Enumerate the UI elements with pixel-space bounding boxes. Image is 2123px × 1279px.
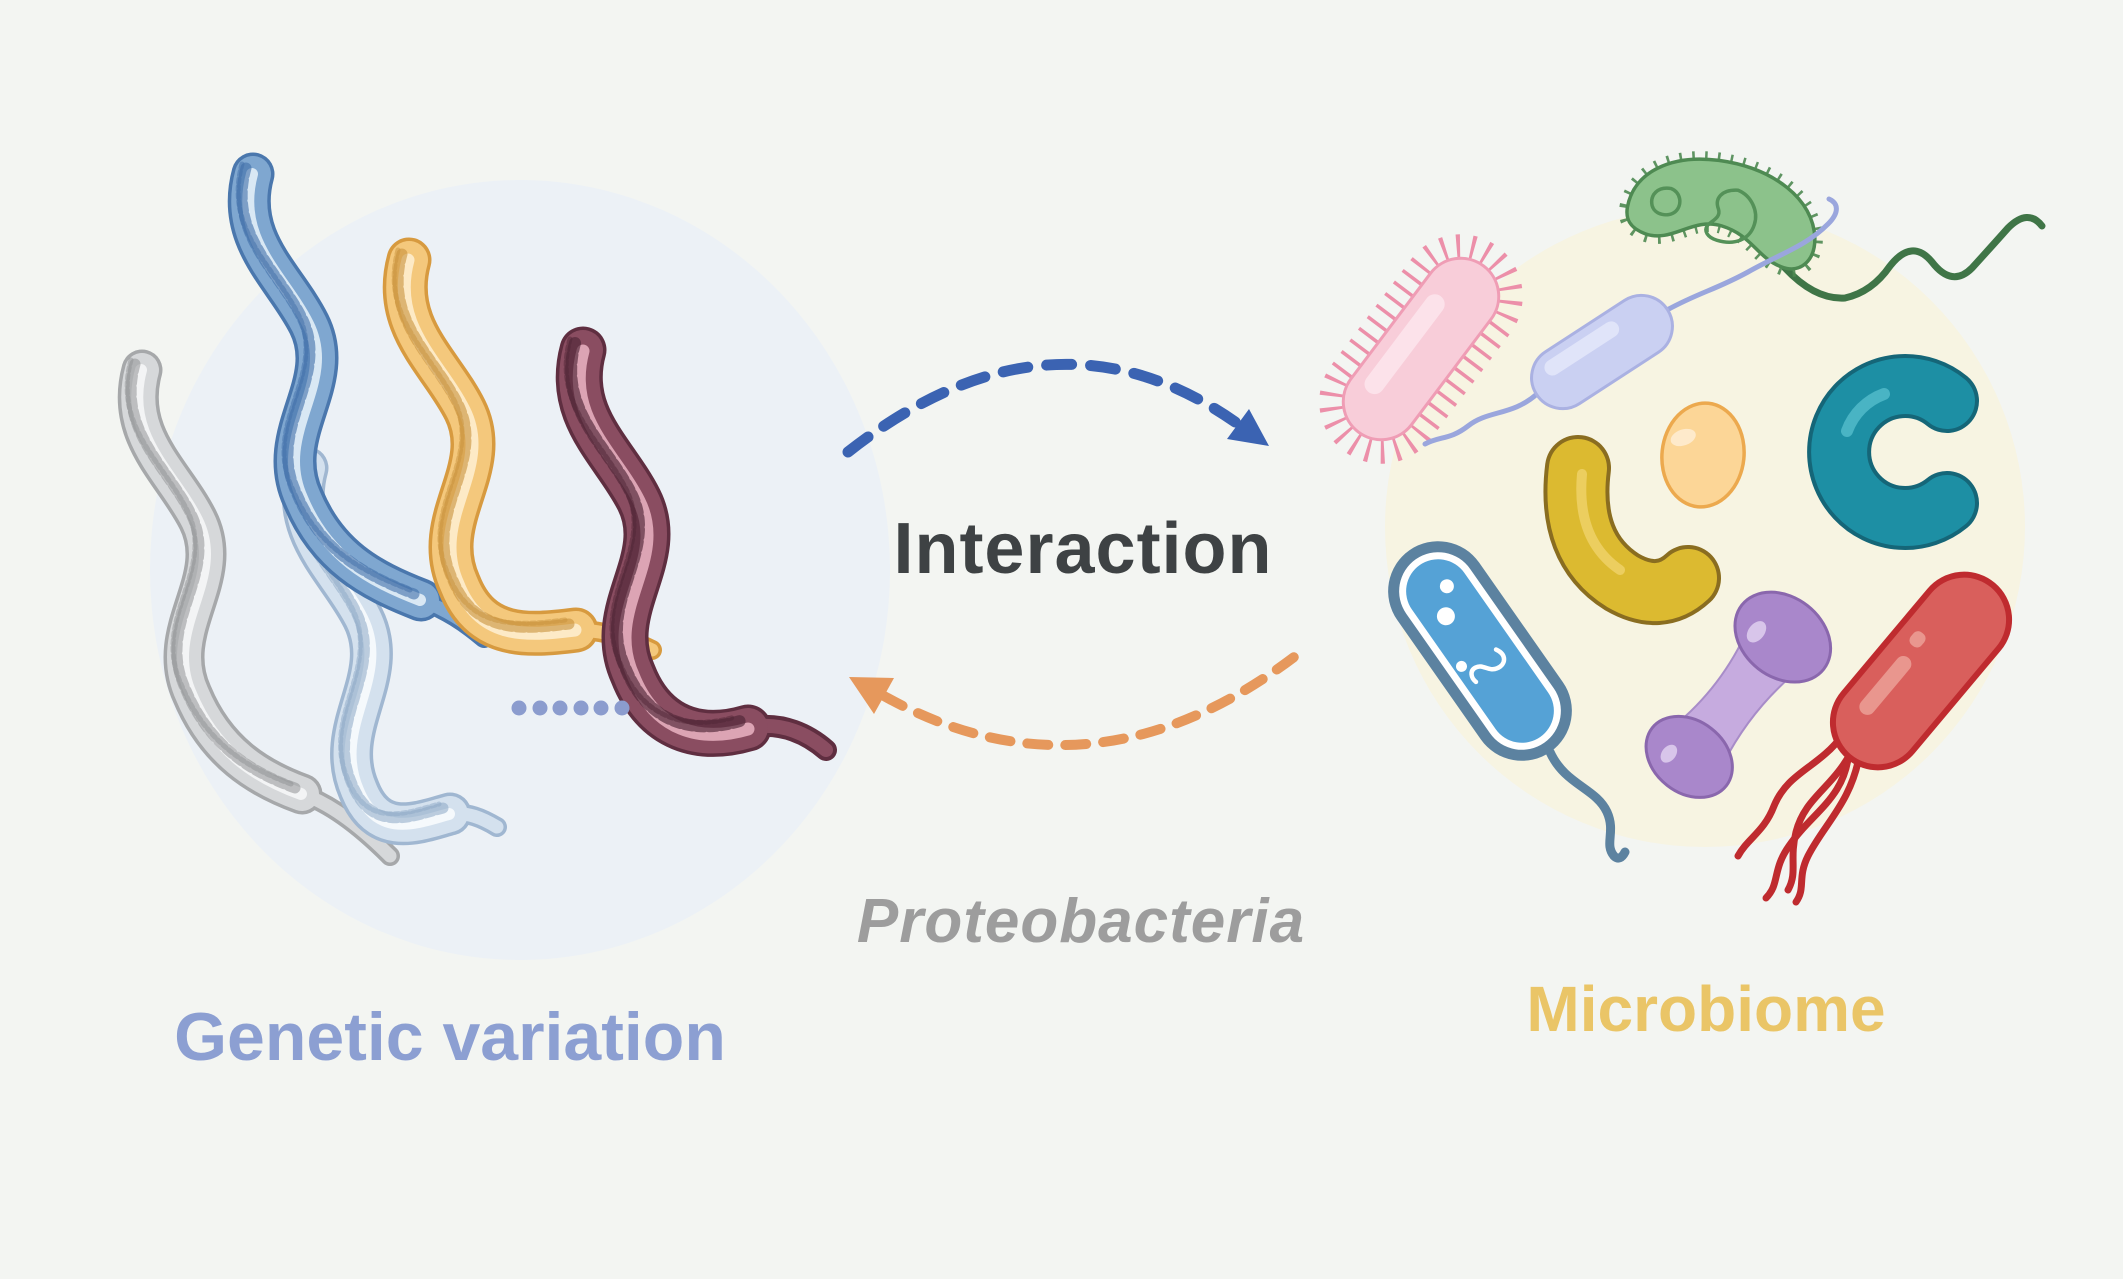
cell-body	[1811, 358, 1975, 546]
highlight	[1576, 469, 1625, 575]
spot	[1455, 660, 1467, 672]
cell-body	[1341, 256, 1501, 442]
peach-egg-icon	[1660, 401, 1746, 509]
cell-body	[1625, 157, 1817, 271]
highlight	[1544, 321, 1620, 376]
highlight	[1660, 744, 1678, 763]
inner-blob	[1704, 188, 1758, 244]
highlight	[1841, 388, 1890, 437]
cell-body	[1547, 439, 1717, 622]
microbiome-to-worms-arrow	[849, 649, 1303, 751]
microbiome-label: Microbiome	[1526, 973, 1886, 1045]
red-rod-icon	[1734, 571, 2013, 906]
dashed-arc	[842, 358, 1244, 458]
lavender-rod-icon	[1422, 196, 1839, 447]
flagellum	[1545, 747, 1630, 863]
cap	[1644, 714, 1734, 799]
blue-capsule-icon	[1388, 541, 1630, 863]
highlight	[1364, 294, 1445, 395]
gray-worm-icon	[117, 349, 400, 866]
pink-rod-with-pili-icon	[1319, 234, 1523, 464]
genetic-variation-label: Genetic variation	[174, 999, 726, 1075]
arrowhead-icon	[849, 677, 894, 714]
cell-body	[1406, 559, 1554, 743]
highlight	[1859, 656, 1912, 715]
yellow-bean-icon	[1543, 435, 1721, 626]
flagellum	[1781, 214, 2046, 302]
ellipsis-dots-icon	[511, 700, 630, 716]
arrowhead-icon	[1227, 409, 1269, 446]
worm-cluster-background	[150, 180, 890, 960]
maroon-worm-icon	[555, 326, 837, 761]
interaction-label: Interaction	[893, 509, 1273, 589]
dashed-arc	[879, 649, 1303, 751]
spot	[1436, 607, 1455, 626]
proteobacteria-label: Proteobacteria	[856, 887, 1306, 956]
cell-body	[1829, 571, 2013, 771]
worms-to-microbiome-arrow	[842, 358, 1269, 458]
flagellum	[1664, 196, 1839, 313]
inner-blob	[1649, 186, 1682, 217]
highlight	[1909, 631, 1926, 648]
flagella	[1734, 732, 1864, 906]
highlight	[1746, 621, 1767, 643]
green-kidney-bacterium-icon	[1618, 151, 2046, 302]
flagellum	[1422, 391, 1540, 447]
spot	[1439, 579, 1454, 594]
teal-c-shape-icon	[1807, 354, 1979, 550]
cap	[1733, 590, 1833, 684]
cell-body	[1660, 401, 1746, 509]
cell-body	[1530, 293, 1674, 411]
purple-dumbbell-icon	[1644, 590, 1833, 799]
squiggle	[1469, 647, 1507, 685]
highlight	[1670, 428, 1696, 447]
